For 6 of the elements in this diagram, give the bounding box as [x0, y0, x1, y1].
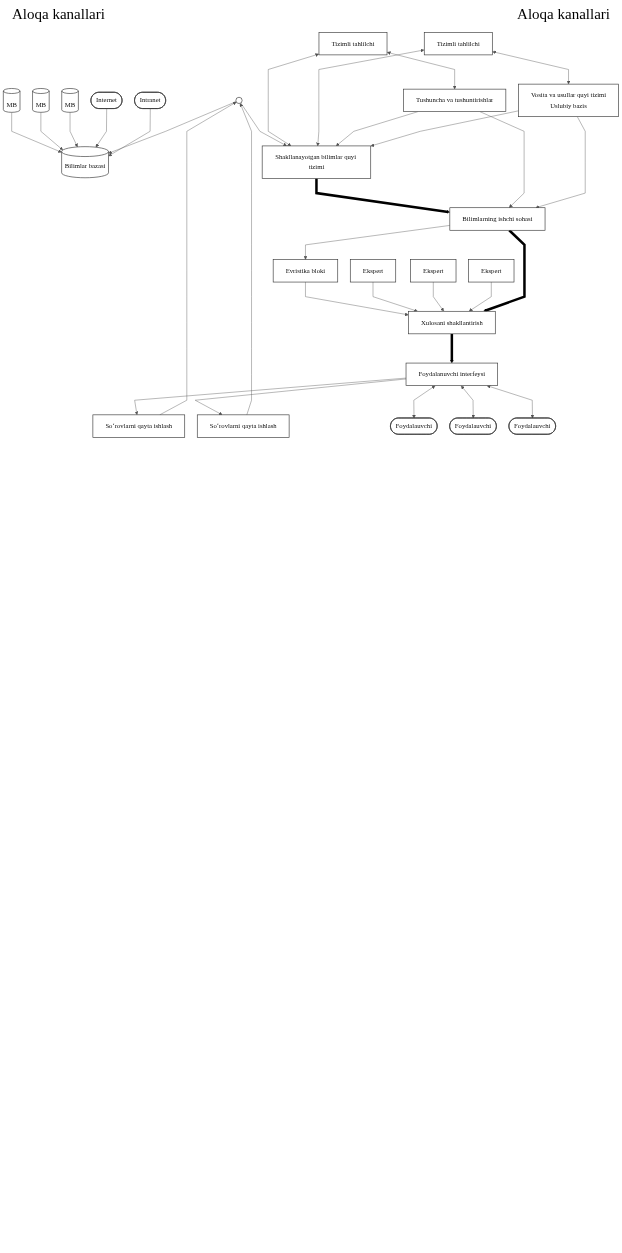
node-circle — [235, 96, 243, 104]
arrow — [483, 229, 526, 312]
arrow — [315, 178, 450, 214]
channel-label: Aloqa kanallari — [12, 6, 105, 23]
arrow — [450, 333, 454, 364]
channel-label: Aloqa kanallari — [517, 6, 610, 23]
